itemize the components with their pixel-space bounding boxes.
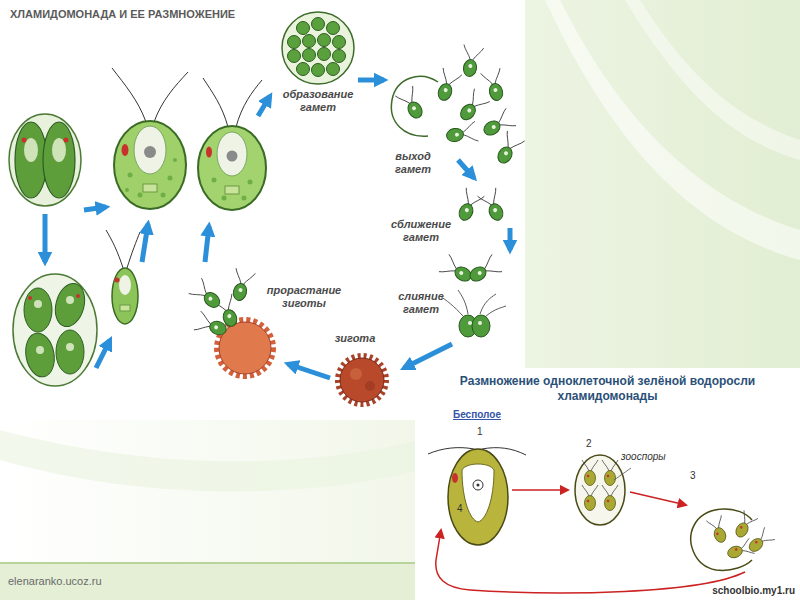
asexual-cell bbox=[428, 448, 526, 545]
source-watermark: elenaranko.ucoz.ru bbox=[8, 575, 102, 588]
label-wrap: 1 bbox=[477, 426, 483, 438]
callout-number: 4 bbox=[457, 503, 463, 515]
source-watermark: schoolbio.my1.ru bbox=[712, 585, 795, 597]
approaching-gametes bbox=[453, 188, 508, 224]
dividing-cell bbox=[9, 114, 81, 206]
stage-label: сближение гамет bbox=[384, 218, 458, 244]
label-wrap: schoolbio.my1.ru bbox=[712, 585, 795, 597]
label-wrap: сближение гамет bbox=[384, 218, 458, 244]
title-wrap: ХЛАМИДОМОНАДА И ЕЕ РАЗМНОЖЕНИЕ bbox=[10, 8, 235, 21]
zoospore bbox=[106, 230, 140, 324]
stage-label: образование гамет bbox=[278, 88, 358, 114]
section-heading: Бесполое bbox=[453, 409, 501, 421]
gamete-forming-cell bbox=[282, 12, 354, 84]
callout-number: 2 bbox=[586, 438, 592, 450]
stage-label: зигота bbox=[328, 332, 382, 345]
label-wrap: зигота bbox=[328, 332, 382, 345]
label-wrap: слияние гамет bbox=[390, 290, 452, 316]
callout-number: 3 bbox=[690, 470, 696, 482]
fusing-gametes bbox=[439, 254, 506, 337]
panel-heading: Размножение одноклеточной зелёной водоро… bbox=[435, 374, 780, 404]
germinating-zygote bbox=[189, 268, 273, 376]
zoosporangium bbox=[13, 274, 97, 386]
zygote bbox=[338, 356, 386, 404]
panel-box: Размножение одноклеточной зелёной водоро… bbox=[415, 368, 800, 600]
callout-number: 1 bbox=[477, 426, 483, 438]
label-wrap: прорастание зиготы bbox=[260, 284, 348, 310]
cycle-arrow bbox=[45, 80, 510, 378]
zoospores-release bbox=[691, 509, 775, 570]
cycle-arrow bbox=[436, 490, 745, 593]
label-wrap: 3 bbox=[690, 470, 696, 482]
mature-cell bbox=[112, 68, 188, 209]
stage-label: прорастание зиготы bbox=[260, 284, 348, 310]
label-wrap: выход гамет bbox=[384, 150, 442, 176]
zoosporangium bbox=[575, 455, 631, 525]
label-wrap: elenaranko.ucoz.ru bbox=[8, 575, 102, 588]
label-wrap: зооспоры bbox=[621, 451, 666, 463]
stage-label: слияние гамет bbox=[390, 290, 452, 316]
gametes-release bbox=[391, 45, 524, 168]
mature-cell bbox=[198, 78, 266, 210]
stage-label: выход гамет bbox=[384, 150, 442, 176]
label-wrap: образование гамет bbox=[278, 88, 358, 114]
part-label: зооспоры bbox=[621, 451, 666, 463]
label-wrap: 4 bbox=[457, 503, 463, 515]
label-wrap: 2 bbox=[586, 438, 592, 450]
diagram-title: ХЛАМИДОМОНАДА И ЕЕ РАЗМНОЖЕНИЕ bbox=[10, 8, 235, 21]
